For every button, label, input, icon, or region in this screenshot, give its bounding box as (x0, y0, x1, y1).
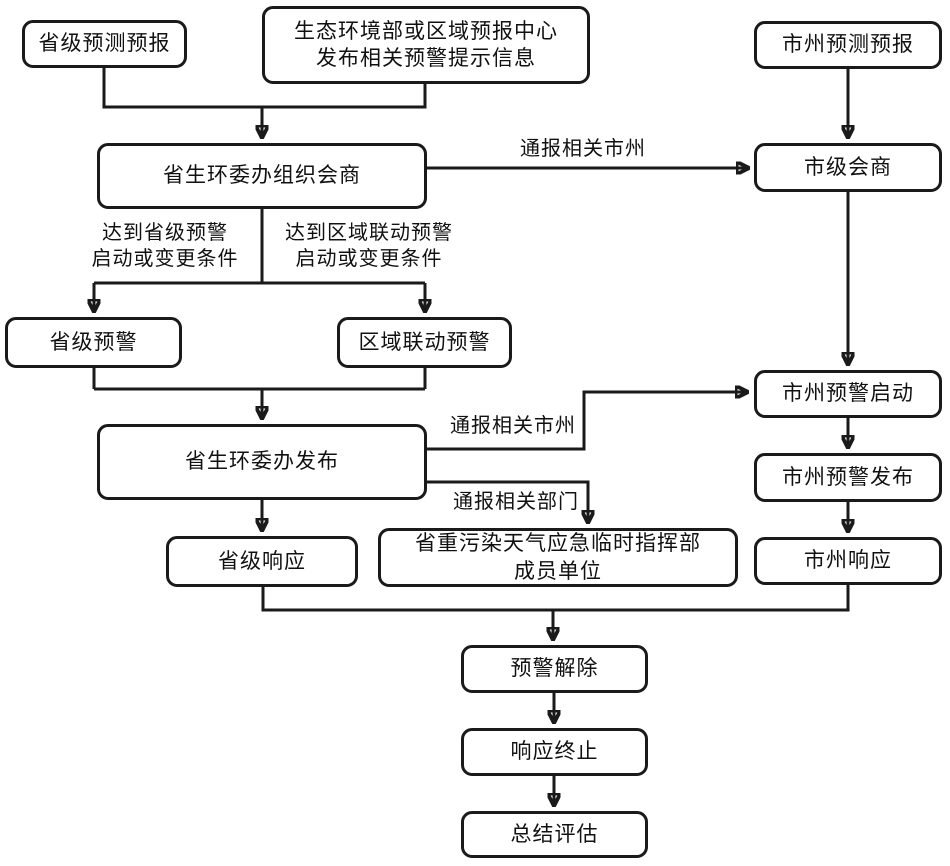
node-provincial-response: 省级响应 (166, 536, 358, 587)
wire-warning-merge (92, 368, 427, 391)
wire-top-merge (102, 68, 427, 109)
edge-label-notify-departments: 通报相关部门 (453, 491, 579, 513)
node-city-consultation: 市级会商 (754, 143, 942, 192)
edge-label-provincial-warning-condition: 达到省级预警 启动或变更条件 (91, 222, 239, 270)
arrow-notify-departments (427, 480, 588, 522)
node-command-member-units: 省重污染天气应急临时指挥部 成员单位 (378, 528, 738, 587)
arrow-notify-cities-mid (427, 392, 747, 451)
node-city-warning-release: 市州预警发布 (754, 453, 942, 502)
node-prov-committee-consultation: 省生环委办组织会商 (97, 143, 427, 209)
node-city-forecast: 市州预测预报 (754, 21, 942, 69)
node-provincial-forecast: 省级预测预报 (22, 20, 187, 68)
node-regional-joint-warning: 区域联动预警 (337, 317, 512, 368)
node-provincial-warning: 省级预警 (5, 317, 182, 368)
wire-branch-split (94, 209, 425, 285)
node-response-end: 响应终止 (461, 728, 648, 776)
node-meb-warning-info: 生态环境部或区域预报中心 发布相关预警提示信息 (262, 6, 590, 84)
edge-label-notify-cities-mid: 通报相关市州 (450, 415, 576, 437)
node-city-warning-start: 市州预警启动 (754, 370, 942, 418)
edge-label-notify-cities-top: 通报相关市州 (520, 138, 646, 160)
edge-label-regional-warning-condition: 达到区域联动预警 启动或变更条件 (285, 222, 453, 270)
node-summary-evaluation: 总结评估 (461, 811, 648, 858)
node-warning-lift: 预警解除 (461, 645, 648, 693)
node-city-response: 市州响应 (754, 537, 942, 585)
node-prov-committee-release: 省生环委办发布 (97, 424, 427, 500)
wire-bottom-merge (261, 585, 850, 612)
